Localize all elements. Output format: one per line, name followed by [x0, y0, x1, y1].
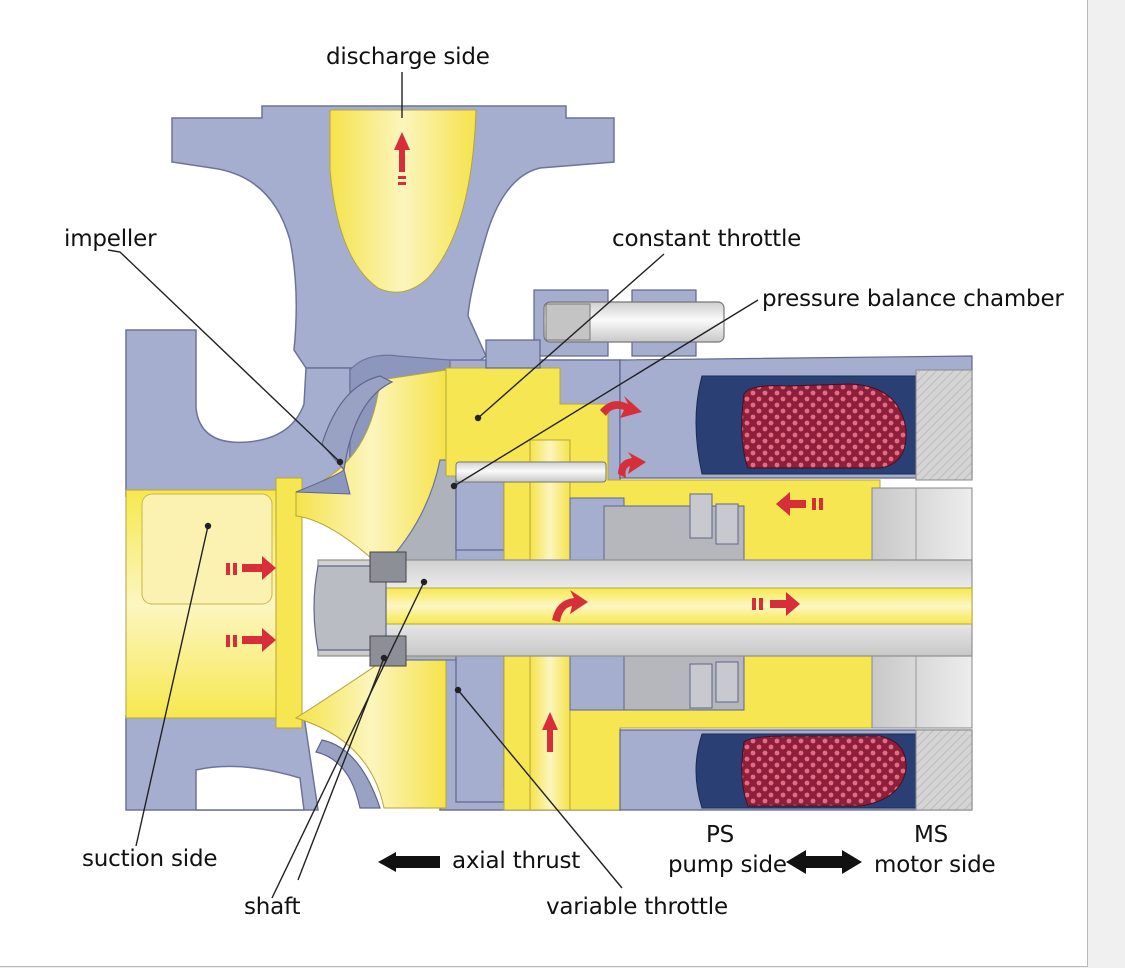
flow-arrow-curve-3 [552, 590, 588, 622]
discharge-fluid [329, 109, 477, 293]
leader-constant-throttle [477, 253, 665, 419]
leader-impeller [107, 249, 341, 463]
label-pump-side: pump side [668, 852, 787, 878]
motor-winding-upper [741, 383, 907, 469]
label-motor-side: motor side [874, 852, 996, 878]
pump-cross-section [107, 72, 973, 899]
motor-winding-lower [741, 735, 907, 807]
volute-casing [125, 329, 351, 497]
diagram-frame: discharge side impeller constant throttl… [0, 0, 1088, 967]
suction-hatch-block [141, 493, 273, 605]
flow-arrow-motor-gap [776, 492, 806, 516]
flow-arrow-curve-2 [618, 452, 646, 478]
shaft-bore [335, 587, 973, 625]
flow-arrow-suction-1 [242, 556, 276, 580]
leader-suction [135, 525, 209, 847]
bearing-stack [569, 493, 745, 711]
balance-pin [455, 461, 607, 483]
flow-arrow-up-discharge [394, 132, 410, 172]
rotor-lower [871, 655, 973, 729]
label-suction-side: suction side [82, 846, 218, 872]
impeller-shroud-upper [321, 375, 394, 472]
rotor-upper [871, 487, 973, 561]
housing-bolt [485, 289, 725, 369]
impeller-lower [294, 659, 447, 809]
axial-thrust-arrow [378, 852, 440, 872]
flow-arrow-curve-1 [600, 396, 642, 418]
ps-ms-double-arrow [786, 850, 862, 874]
leader-lines [107, 72, 759, 899]
label-variable-throttle: variable throttle [546, 894, 728, 920]
label-shaft: shaft [244, 894, 301, 920]
flow-arrow-bore [770, 592, 800, 616]
label-impeller: impeller [64, 226, 157, 252]
label-ps: PS [706, 822, 735, 848]
shaft-nut [313, 565, 387, 651]
impeller-shroud-lower [315, 739, 381, 809]
label-discharge-side: discharge side [326, 44, 490, 70]
leader-variable-throttle [457, 689, 623, 889]
leader-pressure-chamber [453, 299, 759, 487]
leader-shaft-2 [297, 657, 385, 881]
label-axial-thrust: axial thrust [452, 848, 581, 874]
flow-arrows [226, 132, 823, 752]
flow-arrow-suction-2 [242, 628, 276, 652]
leader-shaft [271, 581, 425, 899]
label-ms: MS [914, 822, 949, 848]
lower-volute [195, 765, 305, 811]
label-constant-throttle: constant throttle [612, 226, 802, 252]
label-pressure-balance-chamber: pressure balance chamber [762, 286, 1064, 312]
flow-arrow-channel-up [542, 712, 558, 752]
